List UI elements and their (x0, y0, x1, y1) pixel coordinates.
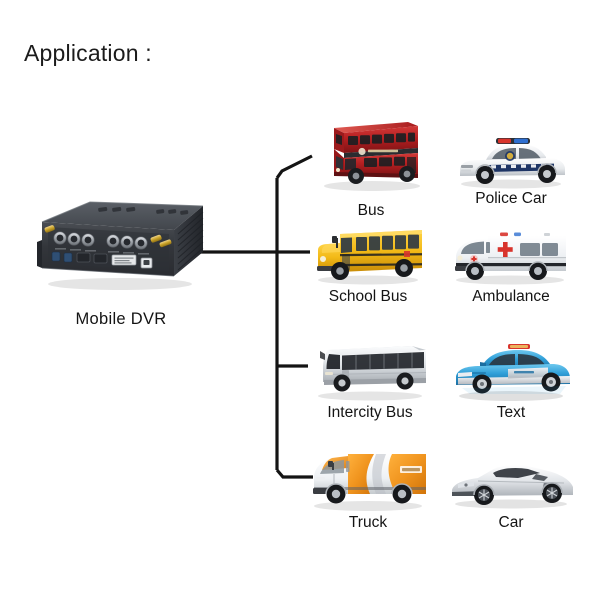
vehicle-police-car[interactable] (448, 130, 574, 192)
vehicle-truck[interactable] (304, 446, 432, 516)
mobile-dvr-device (28, 188, 208, 298)
vehicle-car[interactable] (444, 452, 578, 514)
vehicle-text[interactable] (448, 336, 574, 408)
antenna-connectors (44, 225, 172, 248)
vehicle-label-truck: Truck (348, 514, 388, 531)
vehicle-label-police-car: Police Car (475, 190, 547, 207)
vehicle-label-car: Car (498, 514, 524, 531)
mobile-dvr-label: Mobile DVR (75, 310, 167, 328)
page-title: Application : (24, 40, 152, 66)
vehicle-school-bus[interactable] (306, 222, 430, 288)
vehicle-intercity-bus[interactable] (308, 336, 432, 404)
vehicle-label-ambulance: Ambulance (472, 288, 550, 305)
vehicle-ambulance[interactable] (444, 226, 578, 288)
vehicle-bus[interactable] (312, 112, 430, 194)
vehicle-label-bus: Bus (357, 202, 385, 219)
vehicle-label-school-bus: School Bus (328, 288, 408, 305)
vehicle-label-text: Text (496, 404, 526, 421)
vehicle-label-intercity-bus: Intercity Bus (327, 404, 413, 421)
